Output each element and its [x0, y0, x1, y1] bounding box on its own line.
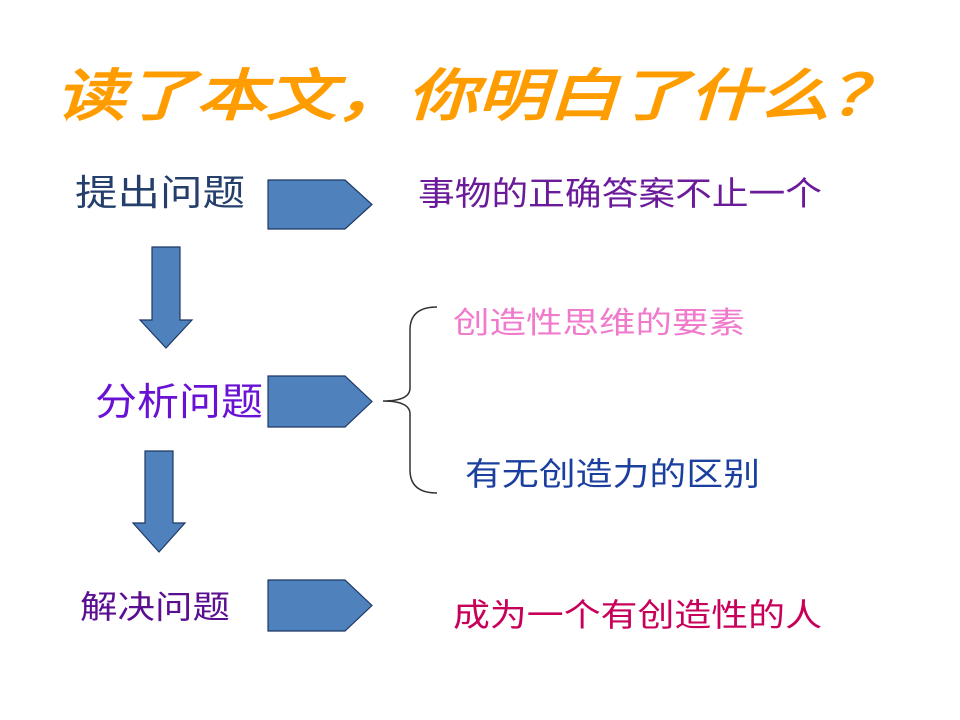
right-arrow-step3	[267, 579, 373, 632]
step3-result: 成为一个有创造性的人	[453, 596, 822, 634]
step2-result-top: 创造性思维的要素	[453, 306, 745, 341]
down-arrow-1	[138, 246, 194, 349]
step2-label: 分析问题	[95, 380, 263, 424]
slide-title: 读了本文，你明白了什么？	[55, 64, 900, 129]
right-arrow-step2	[267, 375, 373, 428]
step3-label: 解决问题	[80, 588, 230, 626]
step2-result-bottom: 有无创造力的区别	[465, 455, 760, 493]
down-arrow-2	[131, 450, 187, 553]
curly-brace	[382, 306, 438, 494]
step1-result: 事物的正确答案不止一个	[418, 174, 822, 213]
step1-label: 提出问题	[75, 173, 245, 214]
right-arrow-step1	[267, 179, 373, 230]
